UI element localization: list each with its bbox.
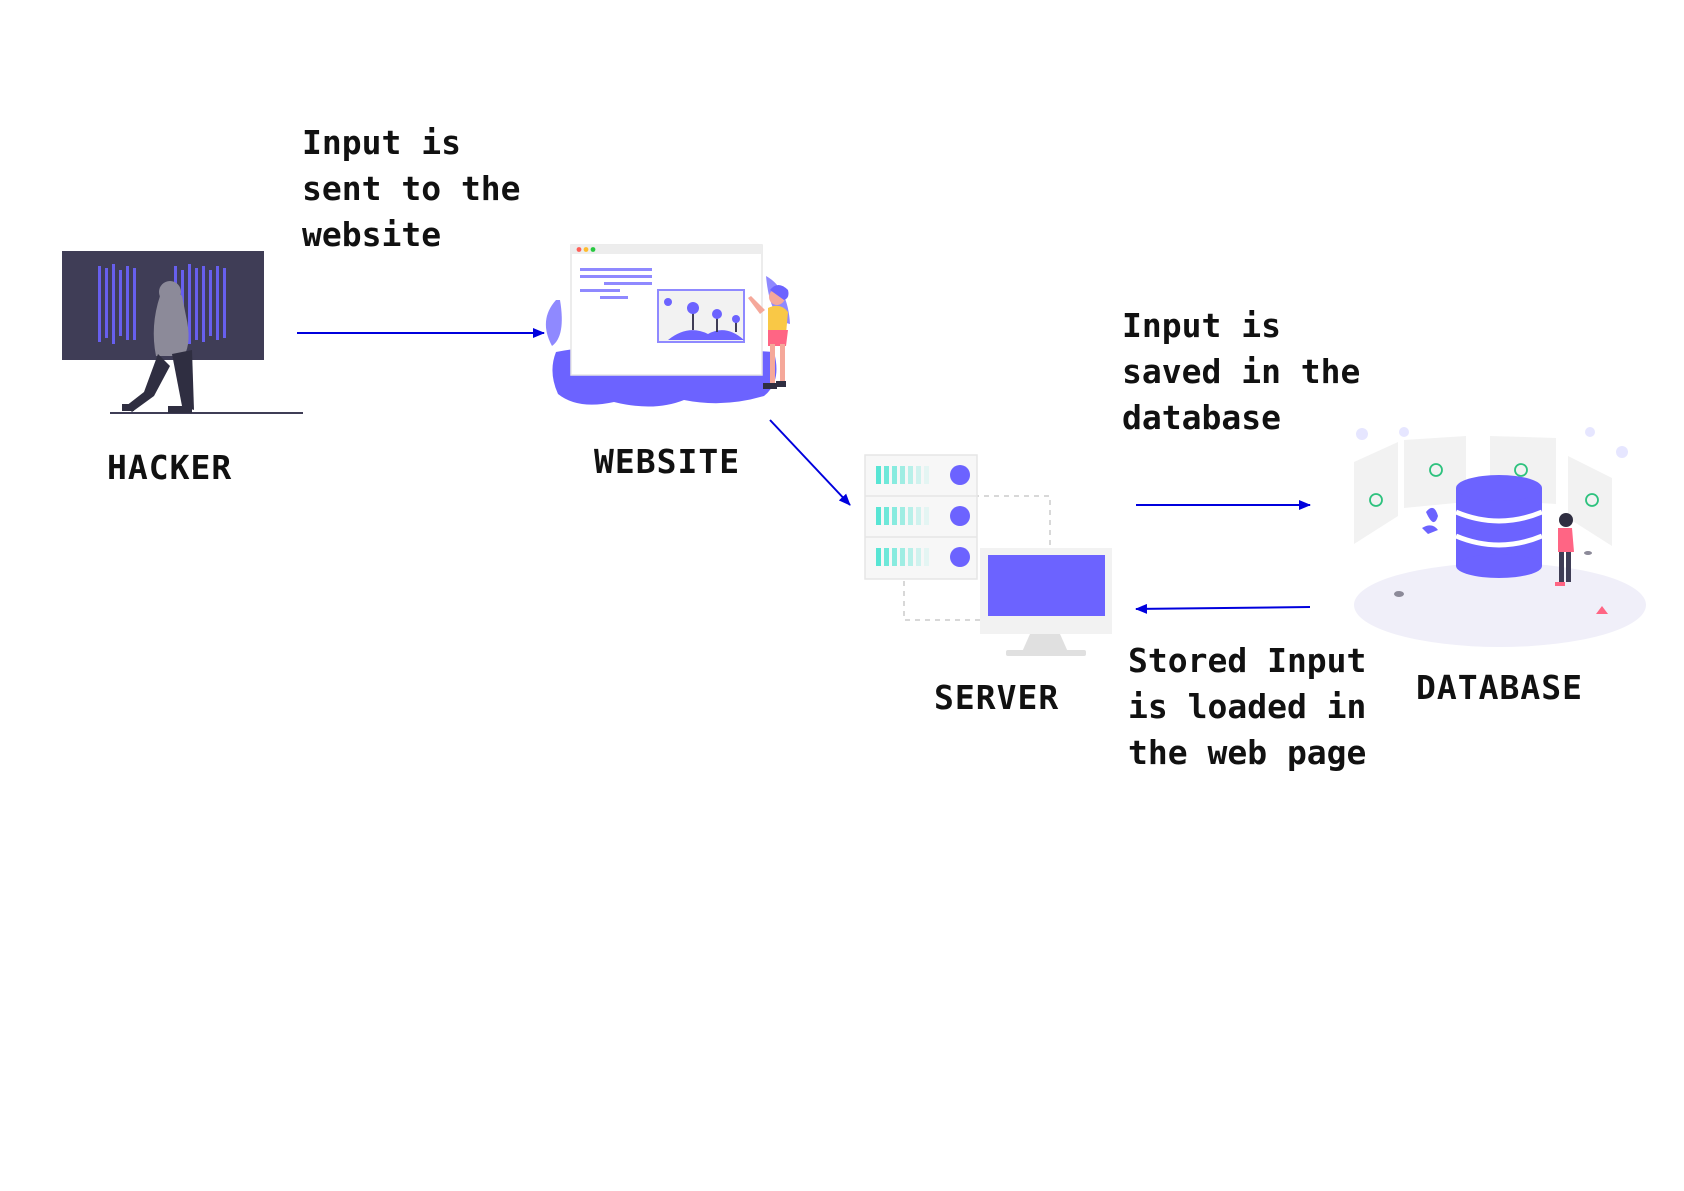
arrow-database-to-server: [1135, 603, 1311, 614]
website-label: WEBSITE: [594, 442, 741, 481]
server-label: SERVER: [934, 678, 1060, 717]
flow-label-line: Input is: [1122, 306, 1281, 345]
server-illustration: [864, 454, 1112, 656]
flow-label-database-to-server: Stored Input is loaded in the web page: [1128, 638, 1366, 776]
hacker-label: HACKER: [107, 448, 233, 487]
flow-label-line: database: [1122, 398, 1281, 437]
flow-label-line: the web page: [1128, 733, 1367, 772]
hacker-illustration: [62, 251, 303, 414]
flow-label-server-to-database: Input is saved in the database: [1122, 303, 1360, 441]
flow-label-line: Stored Input: [1128, 641, 1367, 680]
website-illustration: [545, 244, 790, 407]
arrow-website-to-server: [769, 419, 851, 506]
flow-label-line: Input is: [302, 123, 461, 162]
flow-label-line: website: [302, 215, 442, 254]
flow-label-line: sent to the: [302, 169, 521, 208]
database-label: DATABASE: [1416, 668, 1583, 707]
flow-label-line: saved in the: [1122, 352, 1361, 391]
flow-label-hacker-to-website: Input is sent to the website: [302, 120, 521, 258]
database-illustration: [1354, 427, 1646, 647]
flow-label-line: is loaded in: [1128, 687, 1367, 726]
